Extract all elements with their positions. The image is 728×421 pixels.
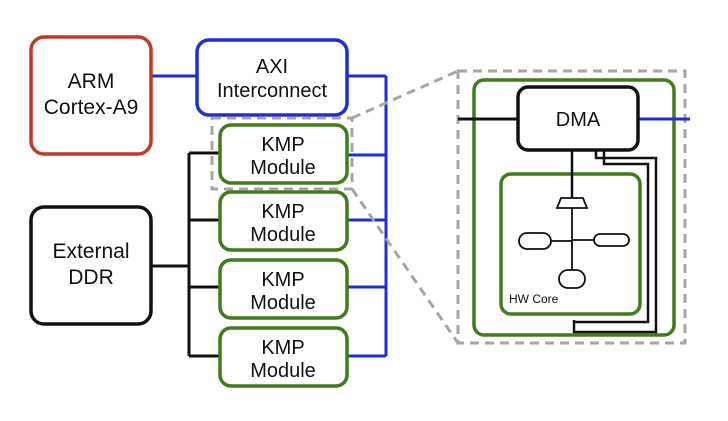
arm-cortex-label-line1: ARM	[68, 70, 115, 93]
dma-inner-loop	[574, 150, 650, 324]
external-ddr-label-line2: DDR	[68, 266, 114, 289]
arm-cortex-box	[29, 35, 153, 156]
kmp-module-3: KMP Module	[218, 258, 349, 320]
hw-core-box	[499, 172, 642, 316]
kmp-module-3-label-line2: Module	[250, 292, 316, 314]
register-right-icon	[593, 233, 630, 247]
register-left-icon	[518, 232, 552, 250]
arm-cortex-label-line2: Cortex-A9	[44, 96, 139, 119]
ddr-bus-wires	[152, 151, 220, 358]
axi-interconnect-box	[195, 38, 349, 117]
axi-label-line1: AXI	[256, 56, 288, 78]
axi-bus-wires	[152, 74, 388, 358]
kmp-module-1-label-line1: KMP	[261, 134, 304, 156]
kmp-module-1-label-line2: Module	[250, 157, 316, 179]
kmp-module-4: KMP Module	[218, 326, 349, 388]
kmp-module-detail: DMA HW Core	[458, 78, 690, 337]
kmp-module-1: KMP Module	[218, 123, 349, 185]
kmp-module-4-label-line1: KMP	[261, 337, 304, 359]
dma-outer-loop	[572, 150, 658, 334]
zoom-line-bottom	[350, 188, 460, 344]
kmp-module-2-label-line1: KMP	[261, 201, 304, 223]
zoom-callout	[210, 69, 687, 345]
kmp-module-4-box	[218, 326, 349, 388]
kmp-module-4-label-line2: Module	[250, 360, 316, 382]
kmp-module-1-box	[218, 123, 349, 185]
dma-label: DMA	[556, 109, 601, 131]
axi-label-line2: Interconnect	[217, 80, 328, 102]
external-ddr-label-line1: External	[52, 240, 129, 263]
axi-interconnect-block: AXI Interconnect	[195, 38, 349, 117]
external-ddr-box	[29, 205, 153, 326]
core-datapath	[518, 197, 630, 289]
external-ddr-block: External DDR	[29, 205, 153, 326]
hw-core-label: HW Core	[509, 292, 559, 306]
kmp-module-3-box	[218, 258, 349, 320]
dma-core-links	[570, 150, 658, 334]
kmp-module-2-box	[218, 190, 349, 252]
mux-icon	[555, 197, 589, 209]
register-bottom-icon	[558, 269, 586, 289]
dma-box	[516, 85, 640, 152]
zoom-line-top	[351, 69, 459, 120]
kmp-module-2: KMP Module	[218, 190, 349, 252]
kmp-module-3-label-line1: KMP	[261, 269, 304, 291]
zoom-detail-frame	[456, 69, 687, 345]
arm-cortex-block: ARM Cortex-A9	[29, 35, 153, 156]
kmp-module-2-label-line2: Module	[250, 224, 316, 246]
